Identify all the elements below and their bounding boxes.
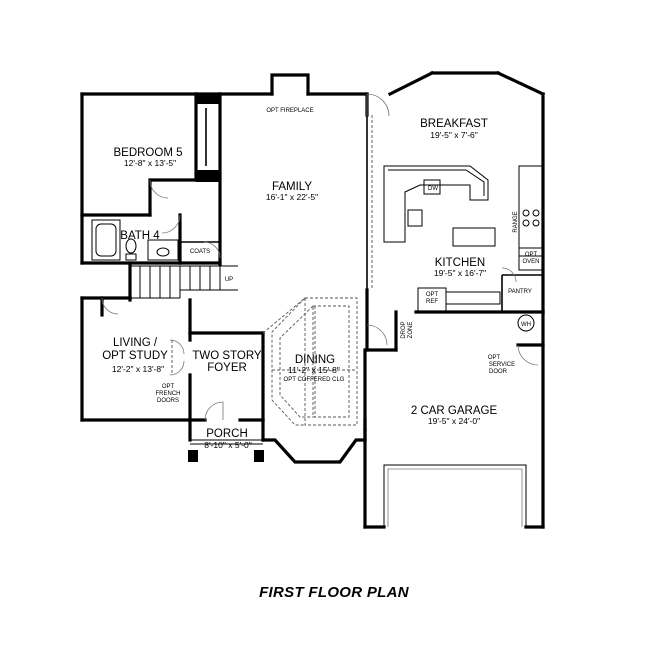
room-labels: BEDROOM 5 12'-8" x 13'-5" FAMILY 16'-1" … [102, 118, 497, 450]
label-drop-zone-2: ZONE [408, 322, 414, 339]
label-pantry: PANTRY [508, 289, 532, 295]
room-dim-living: 12'-2" x 13'-8" [112, 364, 164, 374]
option-lines [171, 115, 373, 426]
label-opt-french-3: DOORS [157, 398, 179, 404]
room-name-family: FAMILY [272, 181, 312, 193]
room-dim-breakfast: 19'-5" x 7'-6" [430, 130, 478, 140]
label-opt-french-1: OPT [162, 384, 175, 390]
plan-title: FIRST FLOOR PLAN [259, 584, 410, 601]
label-opt-fireplace: OPT FIREPLACE [266, 108, 313, 114]
room-dim-kitchen: 19'-5" x 16'-7" [434, 268, 486, 278]
fixtures [91, 165, 544, 527]
room-name-bedroom5: BEDROOM 5 [113, 147, 182, 159]
label-opt-oven-1: OPT [525, 252, 538, 258]
room-dim-porch: 8'-10" x 5'-0" [204, 440, 252, 450]
room-name-foyer: TWO STORY [192, 350, 262, 362]
room-name-porch: PORCH [206, 428, 248, 440]
interior-walls [80, 92, 545, 462]
label-range: RANGE [513, 211, 519, 232]
room-name-kitchen: KITCHEN [435, 257, 485, 269]
room-name-bath4: BATH 4 [120, 230, 160, 242]
room-dim-bedroom5: 12'-8" x 13'-5" [124, 158, 176, 168]
room-name-foyer-2: FOYER [207, 362, 247, 374]
room-dim-dining: 11'-2" x 15'-8" [288, 365, 340, 375]
label-opt-service-2: SERVICE [489, 362, 515, 368]
label-opt-service-1: OPT [488, 355, 501, 361]
label-wh: WH [521, 322, 531, 328]
label-dw: DW [428, 186, 438, 192]
fixture-labels: OPT FIREPLACE DW RANGE OPT OVEN OPT REF … [156, 108, 540, 404]
label-opt-ref-2: REF [426, 299, 438, 305]
label-opt-ref-1: OPT [426, 292, 439, 298]
label-opt-french-2: FRENCH [156, 391, 181, 397]
room-dim-family: 16'-1" x 22'-5" [266, 192, 318, 202]
label-up: UP [225, 277, 233, 283]
room-note-dining: OPT COFFERED CLG [284, 377, 345, 383]
room-name-garage: 2 CAR GARAGE [411, 405, 498, 417]
label-opt-oven-2: OVEN [522, 259, 539, 265]
label-drop-zone-1: DROP [401, 321, 407, 338]
room-dim-garage: 19'-5" x 24'-0" [428, 416, 480, 426]
room-name-dining: DINING [295, 354, 335, 366]
room-name-breakfast: BREAKFAST [420, 118, 488, 130]
exterior-walls [80, 70, 546, 529]
label-opt-service-3: DOOR [489, 369, 508, 375]
room-name-living-2: OPT STUDY [102, 350, 168, 362]
room-name-living: LIVING / [113, 337, 158, 349]
label-coats: COATS [190, 249, 210, 255]
